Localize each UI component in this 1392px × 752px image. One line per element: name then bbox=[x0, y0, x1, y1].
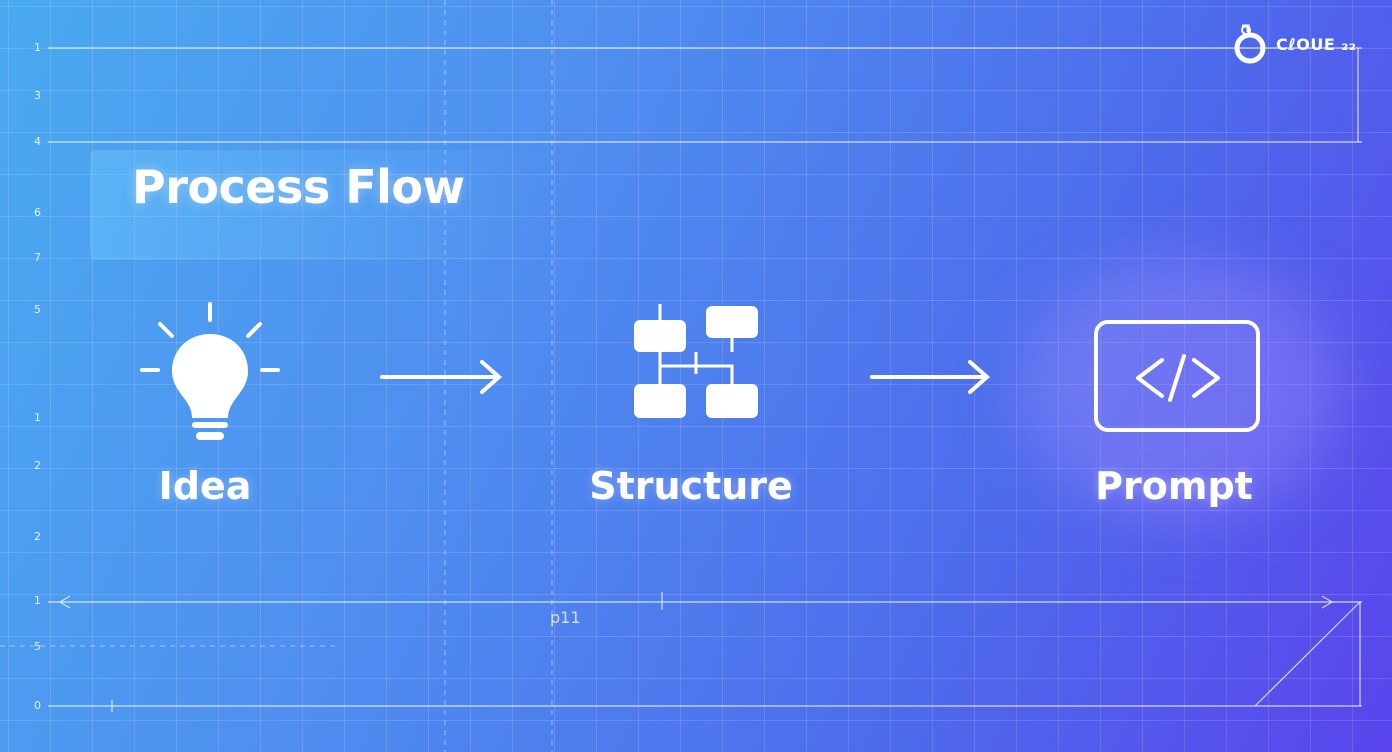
code-brackets-icon bbox=[1094, 320, 1260, 432]
ruler-mark: 4 bbox=[34, 135, 41, 148]
ruler-mark: 1 bbox=[34, 411, 41, 424]
arrow-right-icon bbox=[380, 360, 503, 394]
ruler-mark: 2 bbox=[34, 459, 41, 472]
ruler-mark: 5 bbox=[34, 303, 41, 316]
ruler-mark: 5 bbox=[34, 640, 41, 653]
logo: CℓOUE ₂₂ bbox=[1232, 22, 1356, 66]
step-label-structure: Structure bbox=[589, 464, 793, 508]
logo-text: CℓOUE ₂₂ bbox=[1276, 34, 1357, 54]
title-highlight bbox=[90, 150, 560, 260]
ruler-mark: 7 bbox=[34, 251, 41, 264]
step-label-prompt: Prompt bbox=[1095, 464, 1253, 508]
ruler-mark: 1 bbox=[34, 594, 41, 607]
diagonal-guide bbox=[1254, 601, 1361, 707]
right-arrowhead bbox=[1321, 595, 1334, 609]
logo-icon bbox=[1234, 24, 1266, 64]
structure-diagram-icon bbox=[634, 304, 758, 418]
lightbulb-icon bbox=[140, 302, 280, 440]
arrow-right-icon bbox=[870, 360, 991, 394]
ruler-mark: 3 bbox=[34, 89, 41, 102]
ruler-mark: 2 bbox=[34, 530, 41, 543]
left-arrowhead bbox=[58, 595, 71, 609]
page-title: Process Flow bbox=[132, 160, 465, 214]
ruler-mark: 6 bbox=[34, 206, 41, 219]
ruler-mark: 1 bbox=[34, 41, 41, 54]
ruler-mark: 0 bbox=[34, 699, 41, 712]
step-label-idea: Idea bbox=[158, 464, 252, 508]
ruler-annotation: p11 bbox=[550, 608, 581, 627]
